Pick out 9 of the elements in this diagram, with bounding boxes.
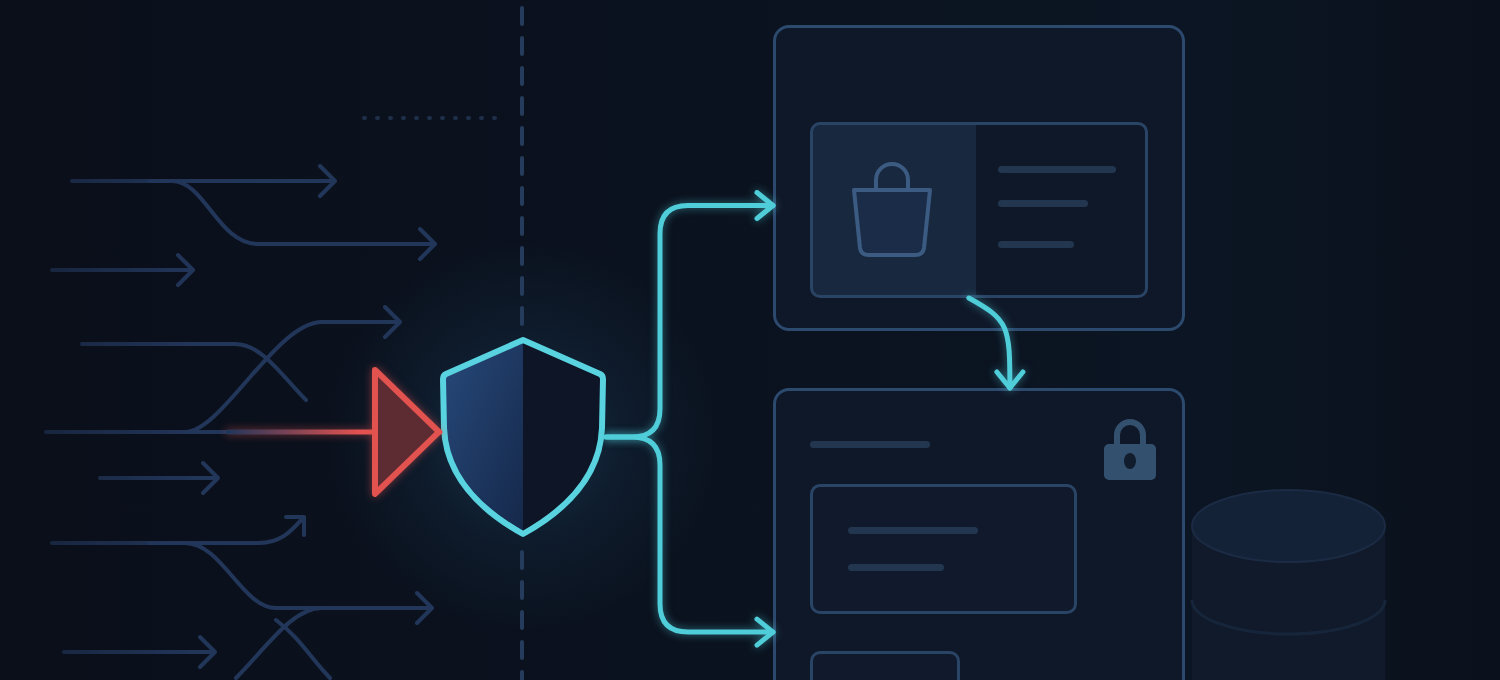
arrow — [966, 295, 1026, 391]
content-card — [810, 651, 960, 680]
product-card — [810, 122, 1148, 298]
content-card — [810, 484, 1077, 614]
window-panel — [773, 25, 1185, 331]
database-cylinder — [1190, 488, 1387, 680]
window-panel — [773, 388, 1185, 680]
arrow — [603, 434, 776, 648]
shield — [440, 336, 606, 538]
